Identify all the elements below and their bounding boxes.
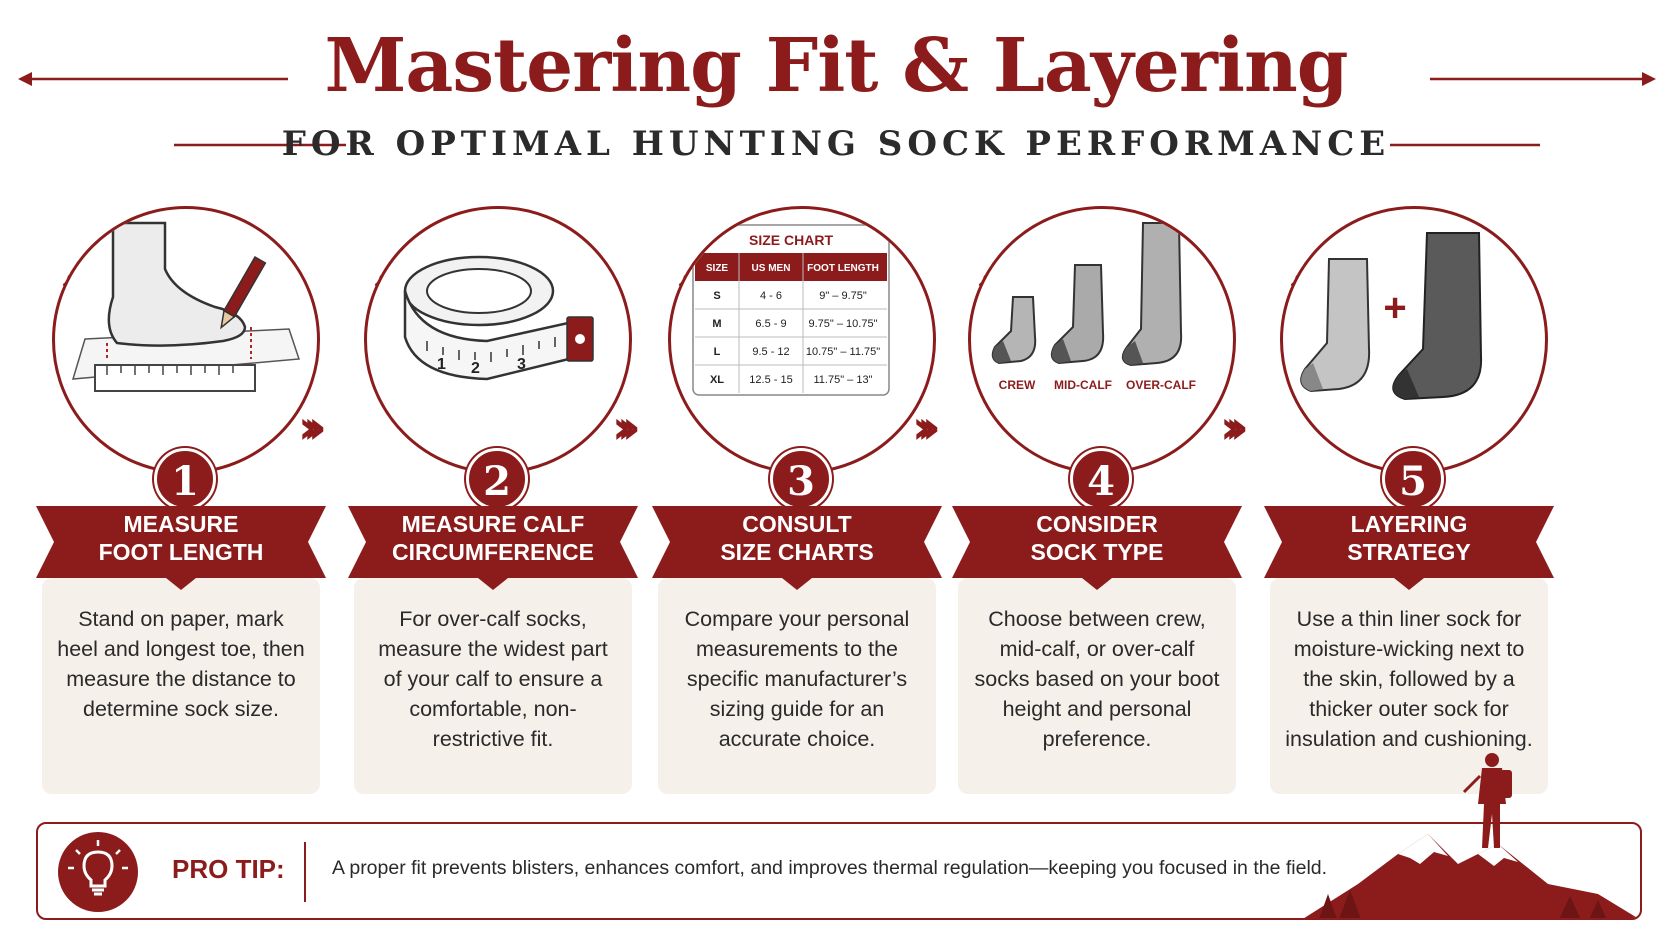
size-chart-cell: XL <box>710 374 724 386</box>
step-description: For over-calf socks, measure the widest … <box>378 607 608 751</box>
step-title-line1: LAYERING <box>1350 511 1468 537</box>
step-description: Choose between crew, mid-calf, or over-c… <box>974 607 1220 751</box>
header: Mastering Fit & Layering FOR OPTIMAL HUN… <box>0 18 1672 164</box>
tape-measure-icon: 1 2 3 <box>403 255 594 381</box>
step-title-line1: CONSULT <box>742 511 852 537</box>
size-chart-cell: M <box>712 318 721 330</box>
illustration-circle: 1 2 3 <box>364 206 632 474</box>
step-title-line2: CIRCUMFERENCE <box>392 539 594 565</box>
tape-number: 1 <box>437 356 446 373</box>
size-chart-cell: L <box>714 346 721 358</box>
step-3: SIZE CHART SIZE US MEN FOOT LENGTH S 4 -… <box>652 206 948 794</box>
step-description: Compare your personal measurements to th… <box>684 607 910 751</box>
step-title: MEASURE CALF CIRCUMFERENCE <box>374 510 612 566</box>
size-chart-cell: 9" – 9.75" <box>819 290 867 302</box>
page-title: Mastering Fit & Layering <box>324 23 1348 109</box>
plus-icon: + <box>1383 286 1406 330</box>
step-card <box>958 578 1236 794</box>
step-banner <box>1264 506 1554 590</box>
sock-label: CREW <box>999 378 1036 392</box>
size-chart-cell: 10.75" – 11.75" <box>806 346 880 358</box>
step-card <box>658 578 936 794</box>
step-title-line2: STRATEGY <box>1347 539 1471 565</box>
step-title-line2: SOCK TYPE <box>1030 539 1164 565</box>
illustration-circle: + <box>1280 206 1548 474</box>
step-title: CONSIDER SOCK TYPE <box>978 510 1216 566</box>
step-banner <box>36 506 326 590</box>
size-chart-icon: SIZE CHART SIZE US MEN FOOT LENGTH S 4 -… <box>692 224 890 396</box>
pro-tip-text: A proper fit prevents blisters, enhances… <box>332 857 1328 879</box>
step-1: 1 MEASURE FOOT LENGTH Stand on paper, ma… <box>36 206 332 794</box>
step-title: MEASURE FOOT LENGTH <box>62 510 300 566</box>
illustration-circle <box>52 206 320 474</box>
title-decoration <box>18 72 1656 147</box>
step-card <box>42 578 320 794</box>
step-number: 2 <box>466 448 528 510</box>
step-title: CONSULT SIZE CHARTS <box>678 510 916 566</box>
step-number: 5 <box>1382 448 1444 510</box>
tape-number: 2 <box>471 360 480 377</box>
sock-types-icon: CREW MID-CALF OVER-CALF <box>991 222 1196 392</box>
size-chart-cell: 9.5 - 12 <box>752 346 789 358</box>
step-number: 4 <box>1070 448 1132 510</box>
size-chart-title: SIZE CHART <box>749 232 833 248</box>
sock-label: MID-CALF <box>1054 378 1112 392</box>
step-4: CREW MID-CALF OVER-CALF 4 CONSIDER SOCK … <box>952 206 1248 794</box>
step-card <box>354 578 632 794</box>
step-card <box>1270 578 1548 794</box>
step-title-line2: FOOT LENGTH <box>98 539 264 565</box>
chevron-right-icon: ››› <box>612 400 641 454</box>
step-title-line1: MEASURE CALF <box>401 511 585 537</box>
chevron-right-icon: ››› <box>1220 400 1249 454</box>
size-chart-cell: 9.75" – 10.75" <box>809 318 878 330</box>
sock-label: OVER-CALF <box>1126 378 1196 392</box>
lightbulb-icon <box>58 832 138 912</box>
size-chart-header: SIZE <box>706 263 729 274</box>
illustration-circle: CREW MID-CALF OVER-CALF <box>968 206 1236 474</box>
step-description: Use a thin liner sock for moisture-wicki… <box>1285 607 1533 751</box>
chevron-right-icon: ››› <box>298 400 327 454</box>
mountain-hunter-icon <box>1304 834 1638 918</box>
pro-tip-label: PRO TIP: <box>172 854 285 884</box>
size-chart-cell: 4 - 6 <box>760 290 782 302</box>
step-title: LAYERING STRATEGY <box>1290 510 1528 566</box>
step-title-line1: CONSIDER <box>1036 511 1158 537</box>
divider <box>304 842 306 902</box>
page-subtitle: FOR OPTIMAL HUNTING SOCK PERFORMANCE <box>281 124 1391 164</box>
hunter-silhouette-icon <box>1462 753 1512 848</box>
pro-tip-box: PRO TIP: A proper fit prevents blisters,… <box>36 822 1642 920</box>
tape-number: 3 <box>517 356 526 373</box>
foot-measuring-icon <box>71 221 301 392</box>
size-chart-cell: S <box>713 290 720 302</box>
step-banner <box>952 506 1242 590</box>
step-description: Stand on paper, mark heel and longest to… <box>57 607 305 721</box>
layered-socks-icon: + <box>1300 232 1483 401</box>
step-title-line1: MEASURE <box>123 511 239 537</box>
chevron-right-icon: ››› <box>912 400 941 454</box>
step-banner <box>348 506 638 590</box>
step-title-line2: SIZE CHARTS <box>720 539 874 565</box>
step-banner <box>652 506 942 590</box>
step-2: 1 2 3 2 MEASURE CALF CIRCUMFERENCE For o… <box>348 206 644 794</box>
size-chart-header: US MEN <box>752 263 791 274</box>
step-5: + 5 LAYERING STRATEGY Use a thin liner s… <box>1264 206 1560 794</box>
step-number: 3 <box>770 448 832 510</box>
size-chart-header: FOOT LENGTH <box>807 263 879 274</box>
size-chart-cell: 12.5 - 15 <box>749 374 792 386</box>
illustration-circle: SIZE CHART SIZE US MEN FOOT LENGTH S 4 -… <box>668 206 936 474</box>
step-number: 1 <box>154 448 216 510</box>
size-chart-cell: 6.5 - 9 <box>755 318 786 330</box>
size-chart-cell: 11.75" – 13" <box>814 374 873 386</box>
